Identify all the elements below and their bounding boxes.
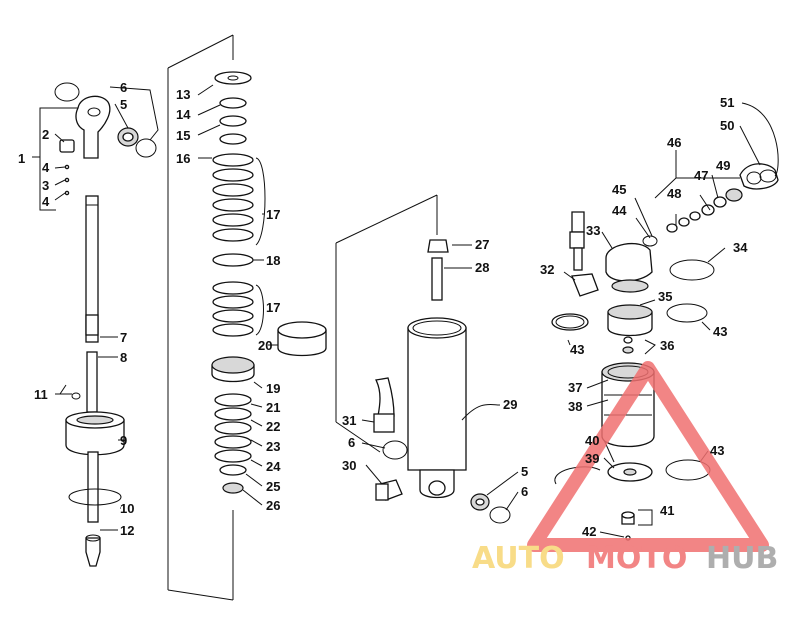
callout-11: 11 <box>34 387 48 402</box>
callout-36: 36 <box>660 338 674 353</box>
callout-41: 41 <box>660 503 674 518</box>
callout-18: 18 <box>266 253 280 268</box>
column-1-leaders <box>32 86 159 531</box>
callout-47: 47 <box>694 168 708 183</box>
callout-24: 24 <box>266 459 281 474</box>
callout-20: 20 <box>258 338 272 353</box>
callout-43: 43 <box>710 443 724 458</box>
callout-39: 39 <box>585 451 599 466</box>
callout-26: 26 <box>266 498 280 513</box>
callout-6: 6 <box>120 80 127 95</box>
callout-23: 23 <box>266 439 280 454</box>
callout-46: 46 <box>667 135 681 150</box>
callout-10: 10 <box>120 501 134 516</box>
callout-40: 40 <box>585 433 599 448</box>
callout-35: 35 <box>658 289 672 304</box>
column-4-remote-reservoir <box>551 163 779 541</box>
watermark-triangle <box>527 361 769 552</box>
column-3-leaders <box>361 244 519 511</box>
watermark-logo: AUTO MOTO HUB <box>472 361 778 576</box>
callout-13: 13 <box>176 87 190 102</box>
callout-21: 21 <box>266 400 280 415</box>
callout-8: 8 <box>120 350 127 365</box>
callout-4: 4 <box>42 194 50 209</box>
callout-48: 48 <box>667 186 681 201</box>
callout-labels: 1 2 3 4 4 5 6 7 8 9 10 11 12 13 14 15 16… <box>18 80 748 539</box>
callout-33: 33 <box>586 223 600 238</box>
callout-31: 31 <box>342 413 356 428</box>
watermark-text-moto: MOTO <box>586 541 687 576</box>
callout-43: 43 <box>713 324 727 339</box>
callout-50: 50 <box>720 118 734 133</box>
callout-3: 3 <box>42 178 49 193</box>
callout-17: 17 <box>266 300 280 315</box>
column-1-shaft-assembly <box>54 82 157 567</box>
callout-12: 12 <box>120 523 134 538</box>
callout-30: 30 <box>342 458 356 473</box>
callout-6: 6 <box>521 484 528 499</box>
callout-7: 7 <box>120 330 127 345</box>
column-2-shim-stack <box>167 34 327 601</box>
watermark-text-auto: AUTO <box>472 541 565 576</box>
callout-37: 37 <box>568 380 582 395</box>
callout-19: 19 <box>266 381 280 396</box>
callout-32: 32 <box>540 262 554 277</box>
column-2-leaders <box>197 84 278 506</box>
callout-29: 29 <box>503 397 517 412</box>
callout-15: 15 <box>176 128 190 143</box>
watermark-text-hub: HUB <box>706 541 778 576</box>
callout-9: 9 <box>120 433 127 448</box>
callout-45: 45 <box>612 182 626 197</box>
callout-1: 1 <box>18 151 25 166</box>
callout-43: 43 <box>570 342 584 357</box>
callout-5: 5 <box>120 97 127 112</box>
column-3-reservoir-body <box>335 194 511 524</box>
callout-17: 17 <box>266 207 280 222</box>
callout-42: 42 <box>582 524 596 539</box>
callout-44: 44 <box>612 203 627 218</box>
callout-2: 2 <box>42 127 49 142</box>
callout-38: 38 <box>568 399 582 414</box>
callout-25: 25 <box>266 479 280 494</box>
callout-5: 5 <box>521 464 528 479</box>
callout-6: 6 <box>348 435 355 450</box>
callout-28: 28 <box>475 260 489 275</box>
callout-51: 51 <box>720 95 734 110</box>
callout-34: 34 <box>733 240 748 255</box>
callout-22: 22 <box>266 419 280 434</box>
callout-49: 49 <box>716 158 730 173</box>
callout-16: 16 <box>176 151 190 166</box>
callout-4: 4 <box>42 160 50 175</box>
callout-27: 27 <box>475 237 489 252</box>
callout-14: 14 <box>176 107 191 122</box>
